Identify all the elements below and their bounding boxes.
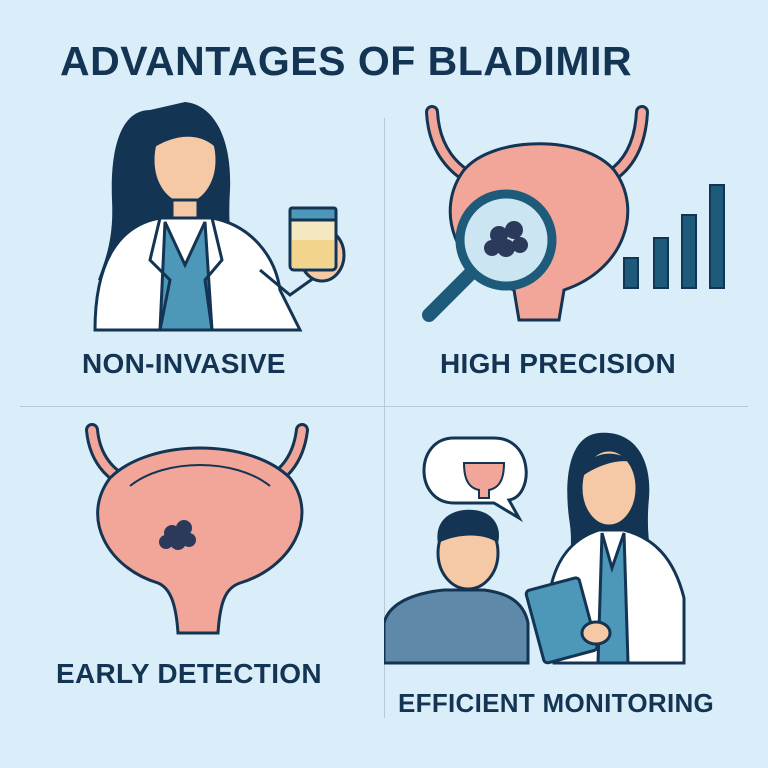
horizontal-divider — [20, 406, 748, 407]
vertical-divider — [384, 118, 385, 718]
panel-non-invasive: NON-INVASIVE — [0, 90, 384, 450]
panel-label: HIGH PRECISION — [440, 348, 677, 379]
doctor-with-sample-illustration — [93, 102, 346, 332]
clipboard-icon — [524, 576, 599, 665]
doctor-patient-consultation-illustration — [384, 432, 686, 665]
panel-label: NON-INVASIVE — [82, 348, 286, 379]
bladder-magnifier-illustration — [422, 105, 725, 322]
bar-chart-icon — [623, 184, 725, 289]
panel-efficient-monitoring: EFFICIENT MONITORING — [384, 408, 768, 768]
panel-early-detection: EARLY DETECTION — [0, 408, 384, 768]
bladder-tumor-illustration — [85, 423, 309, 635]
panel-high-precision: HIGH PRECISION — [384, 90, 768, 450]
page-title: ADVANTAGES OF BLADIMIR — [60, 38, 633, 84]
panel-label: EARLY DETECTION — [56, 658, 322, 689]
panel-label: EFFICIENT MONITORING — [398, 688, 715, 718]
